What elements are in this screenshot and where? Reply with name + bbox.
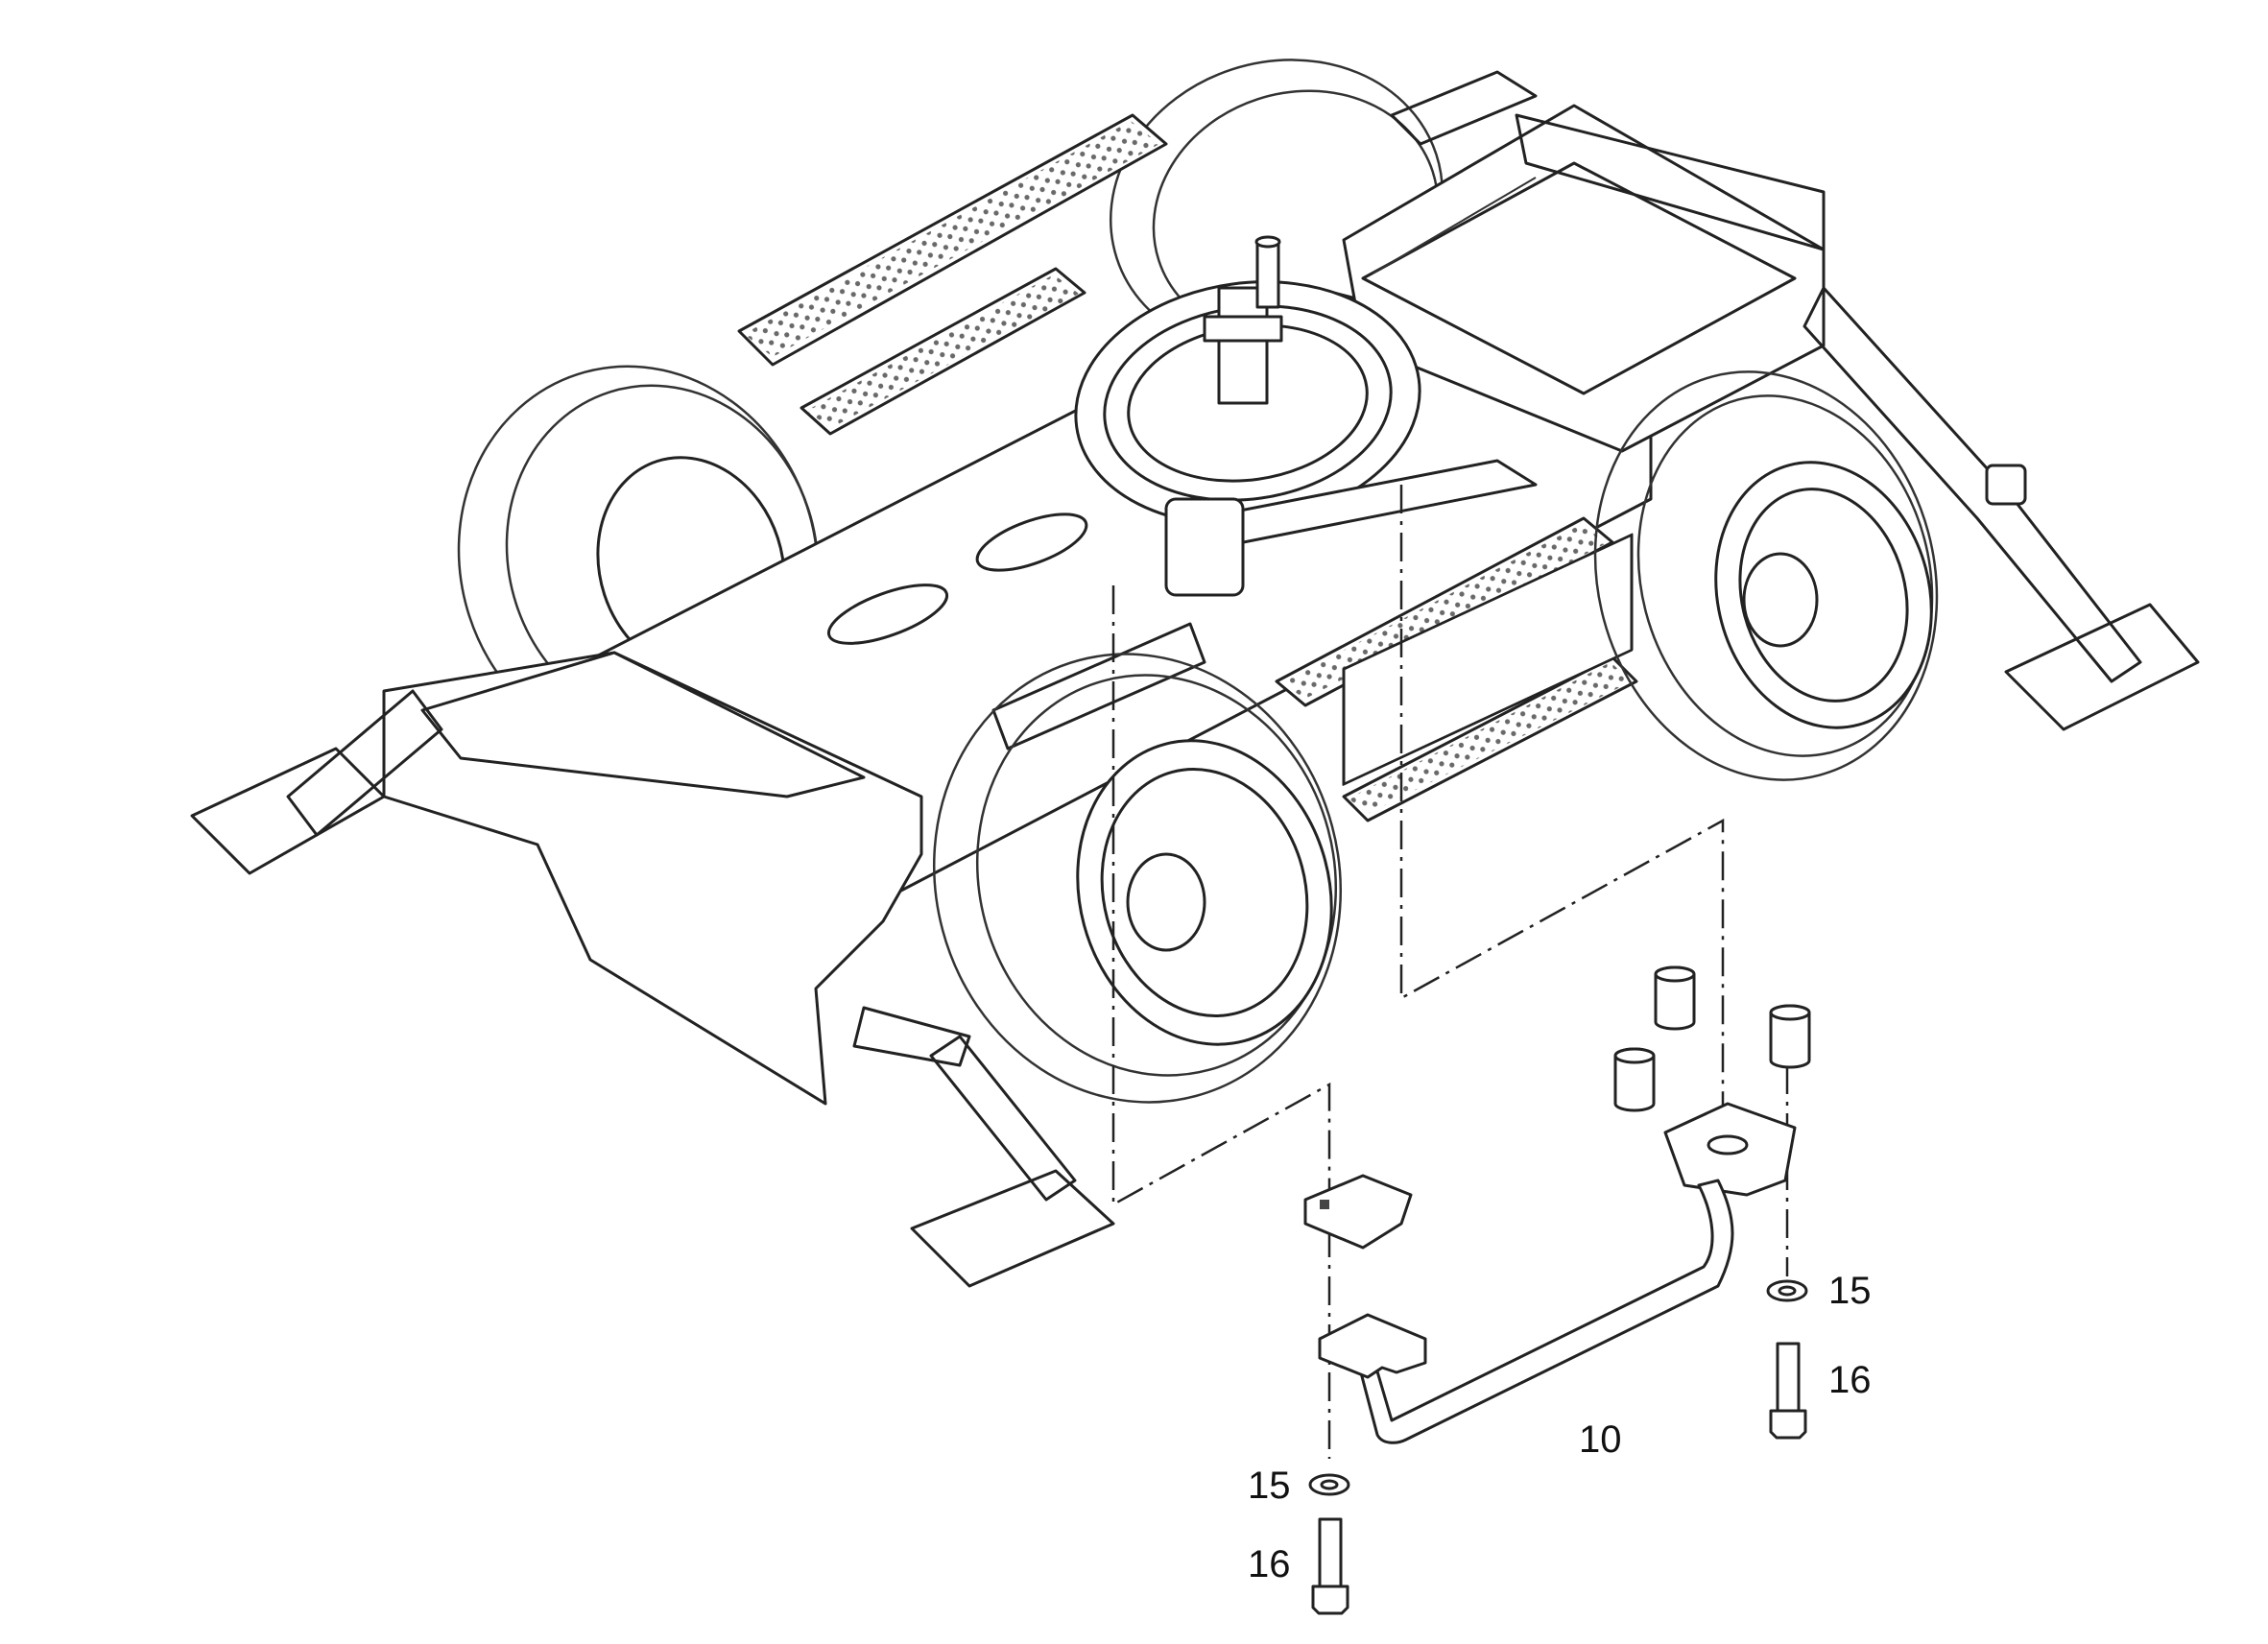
lower-step-plate xyxy=(1275,516,1638,822)
outrigger-front-left xyxy=(190,689,443,875)
part-10-step-bracket xyxy=(1318,1102,1797,1444)
cylinder-spacers xyxy=(1613,965,1811,1112)
pad-block-left xyxy=(1303,1174,1413,1250)
front-left-wheel xyxy=(932,653,1343,1104)
washer-15-left xyxy=(1308,1473,1350,1496)
bolt-16-right xyxy=(1769,1342,1807,1440)
outrigger-front-right xyxy=(852,1006,1115,1288)
washer-15-right xyxy=(1766,1279,1808,1302)
callout-15-right: 15 xyxy=(1828,1270,1872,1312)
callout-16-left: 16 xyxy=(1248,1543,1291,1585)
front-right-wheel xyxy=(1593,370,1939,781)
outrigger-rear-left xyxy=(1390,70,1826,251)
upper-step-plate xyxy=(737,113,1168,436)
callout-10: 10 xyxy=(1579,1418,1622,1461)
outrigger-rear-right xyxy=(1802,286,2200,731)
callout-16-right: 16 xyxy=(1828,1359,1872,1401)
slew-ring xyxy=(1074,235,1421,526)
callout-15-left: 15 xyxy=(1248,1465,1291,1507)
bolt-16-left xyxy=(1311,1517,1349,1615)
